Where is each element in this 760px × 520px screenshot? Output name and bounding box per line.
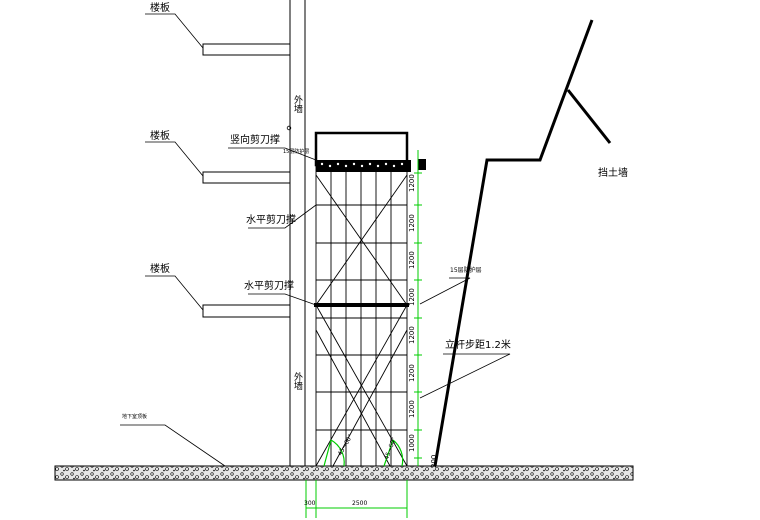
dim-text: 1200 [408, 251, 416, 269]
label-angle-2: 45~60° [383, 436, 398, 460]
dim-text: 1000 [408, 434, 416, 452]
label-angle-1: 45~60° [337, 433, 355, 457]
label-vertical-bracing: 竖向剪刀撑 [230, 133, 280, 146]
retaining-wall-branch [566, 89, 612, 144]
vertical-dimension-texts: 1200 1200 1200 1200 1200 1200 1200 1000 … [408, 174, 438, 468]
dim-text: 1200 [408, 400, 416, 418]
label-small-note-top: 15层防护层 [283, 148, 309, 155]
top-platform-texture [320, 162, 404, 168]
dim-text: 200 [430, 455, 438, 468]
bottom-dimension-line [305, 480, 408, 518]
end-post-marker [418, 159, 426, 170]
dim-text: 1200 [408, 364, 416, 382]
label-pole-spacing: 立杆步距1.2米 [445, 338, 511, 351]
label-small-note-right: 15层防护层 [450, 266, 482, 274]
dim-text: 1200 [408, 288, 416, 306]
ground-strip [54, 465, 634, 481]
label-floor-slab-3: 楼板 [150, 262, 170, 275]
retaining-wall [433, 19, 594, 467]
dim-text: 1200 [408, 214, 416, 232]
wall-mark [286, 125, 292, 131]
slab-leaders [145, 13, 204, 311]
vertical-dimension-line [414, 150, 422, 466]
angle-arcs [323, 439, 404, 467]
floor-slabs [202, 43, 290, 318]
middle-bracing-bar [314, 303, 409, 307]
top-platform [316, 160, 411, 172]
label-outer-wall-top: 外墙 [292, 94, 303, 114]
label-outer-wall-bottom: 外墙 [292, 371, 303, 391]
scaffold-frame [315, 165, 408, 467]
label-retaining-wall: 挡土墙 [598, 166, 628, 179]
dim-text: 1200 [408, 326, 416, 344]
label-floor-slab-2: 楼板 [150, 129, 170, 142]
label-horizontal-bracing-1: 水平剪刀撑 [246, 213, 296, 226]
label-floor-slab-1: 楼板 [150, 1, 170, 14]
dim-bottom-left: 300 [304, 500, 316, 507]
outer-wall [289, 0, 306, 466]
dim-text: 1200 [408, 174, 416, 192]
label-horizontal-bracing-2: 水平剪刀撑 [244, 279, 294, 292]
label-ground-note: 地下室顶板 [122, 413, 147, 420]
dim-bottom-main: 2500 [352, 500, 367, 507]
